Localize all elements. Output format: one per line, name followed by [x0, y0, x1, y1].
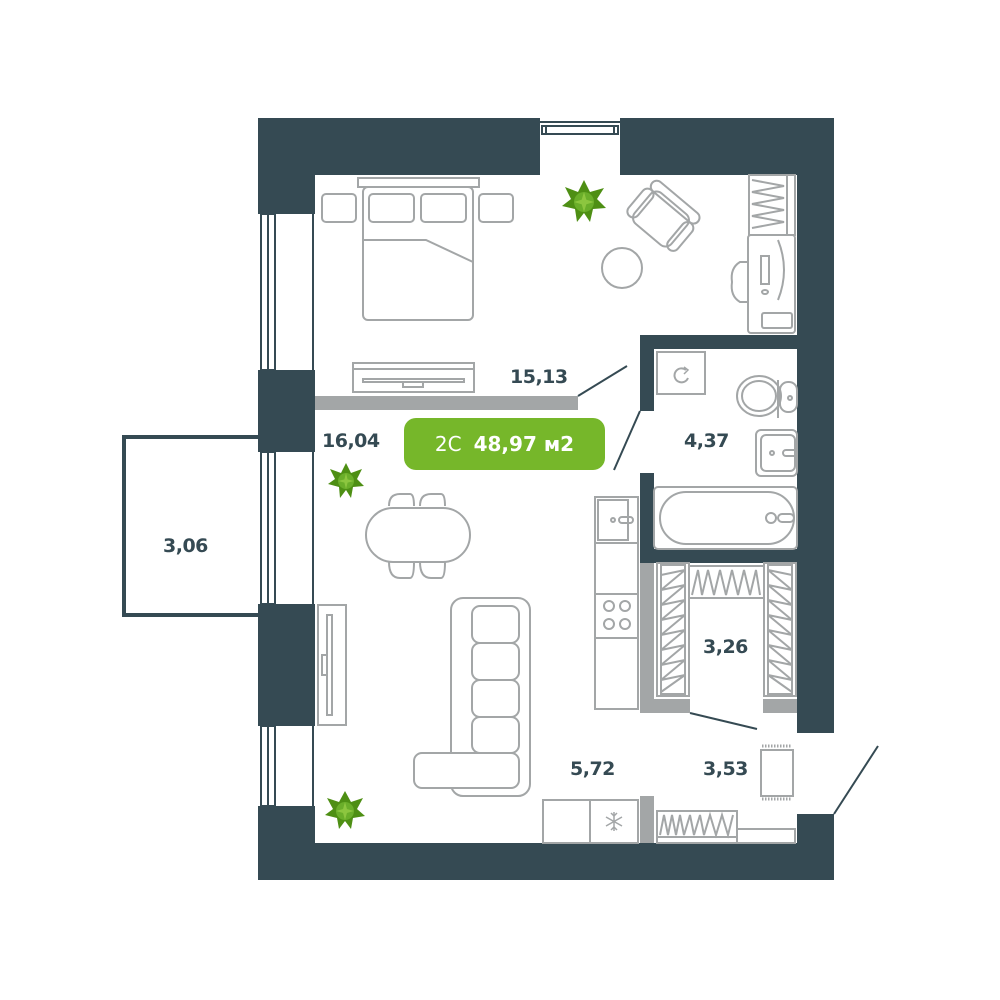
bathtub-icon: [653, 486, 798, 550]
bed-icon: [321, 177, 514, 321]
plant-icon: [562, 180, 606, 222]
window-top: [540, 118, 620, 175]
washing-machine-icon: [656, 351, 706, 395]
room-area-bathroom: 4,37: [684, 430, 729, 452]
apartment-total-area: 48,97 м2: [473, 432, 575, 456]
doors: [577, 365, 879, 815]
room-area-kitchen: 5,72: [570, 758, 615, 780]
plant-icon: [328, 463, 364, 498]
kitchen-column: [594, 496, 639, 710]
tv-stand-icon: [317, 604, 347, 726]
kitchen-counter: [542, 799, 639, 844]
room-area-living: 16,04: [322, 430, 380, 452]
room-area-bedroom: 15,13: [510, 366, 568, 388]
room-area-hallway: 3,53: [703, 758, 748, 780]
armchair-icon: [626, 179, 701, 252]
shoe-rack-icon: [656, 810, 796, 844]
outer-walls: [258, 118, 834, 880]
rug-icon: [760, 744, 794, 801]
window-left-3: [258, 725, 315, 807]
tv-stand-icon: [352, 362, 475, 393]
sofa-icon: [413, 597, 531, 797]
coffee-table-icon: [601, 247, 643, 289]
stove-icon: [603, 600, 631, 630]
sink-icon: [755, 429, 798, 477]
window-left-2: [258, 451, 315, 605]
inner-walls: [315, 335, 797, 843]
window-left-1: [258, 213, 315, 371]
plant-icon: [325, 791, 365, 829]
wardrobe-rack-icon: [748, 174, 796, 236]
fridge-icon: [605, 812, 623, 831]
apartment-type: 2С: [434, 432, 462, 456]
desk-icon: [730, 234, 796, 334]
toilet-icon: [736, 375, 798, 418]
wardrobe-room-racks: [656, 562, 797, 697]
apartment-badge: 2С 48,97 м2: [404, 418, 605, 470]
room-area-wardrobe: 3,26: [703, 636, 748, 658]
room-area-balcony: 3,06: [163, 535, 208, 557]
balcony: [122, 435, 260, 617]
dining-table-icon: [365, 493, 471, 579]
